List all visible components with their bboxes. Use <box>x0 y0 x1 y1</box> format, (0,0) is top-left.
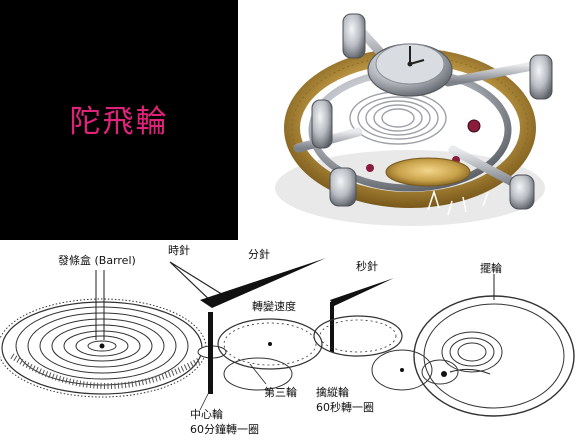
barrel-label: 發條盒 (Barrel) <box>58 254 136 267</box>
balance-wheel-label: 擺輪 <box>480 262 502 275</box>
balance-pivot <box>441 371 447 377</box>
third-wheel-arbor <box>268 342 272 346</box>
hour-hand-label: 時針 <box>168 244 190 257</box>
barrel-arbor <box>99 343 105 349</box>
escape-pinion-arbor <box>400 368 404 372</box>
third-wheel-pointer <box>249 363 267 385</box>
center-wheel-pointer <box>199 389 211 411</box>
minute-hand <box>200 258 326 308</box>
third-wheel-icon <box>217 318 323 391</box>
balance-wheel-icon <box>413 295 575 417</box>
gear-train-diagram: 發條盒 (Barrel) 時針 分針 秒針 轉變速度 第三輪 中心輪 60分鐘轉… <box>0 240 585 439</box>
escape-wheel-rate-label: 60秒轉一圈 <box>316 401 374 414</box>
title-panel: 陀飛輪 <box>0 0 238 240</box>
minute-hand-label: 分針 <box>248 248 270 261</box>
speed-change-label: 轉變速度 <box>252 300 296 313</box>
second-hand <box>330 278 394 306</box>
escape-wheel-icon <box>313 315 433 391</box>
escape-wheel-label: 擒縱輪 <box>316 386 349 399</box>
center-wheel-post <box>208 312 213 394</box>
center-wheel-rate-label: 60分鐘轉一圈 <box>190 423 259 436</box>
gear-train-icon <box>0 258 575 417</box>
tourbillon-illustration-icon <box>275 13 553 226</box>
center-wheel-label: 中心輪 <box>190 408 223 421</box>
escape-wheel-post <box>330 302 334 352</box>
second-hand-label: 秒針 <box>356 260 378 273</box>
third-wheel-label: 第三輪 <box>264 386 297 399</box>
tourbillon-photo <box>238 0 585 240</box>
page-title: 陀飛輪 <box>69 104 169 140</box>
